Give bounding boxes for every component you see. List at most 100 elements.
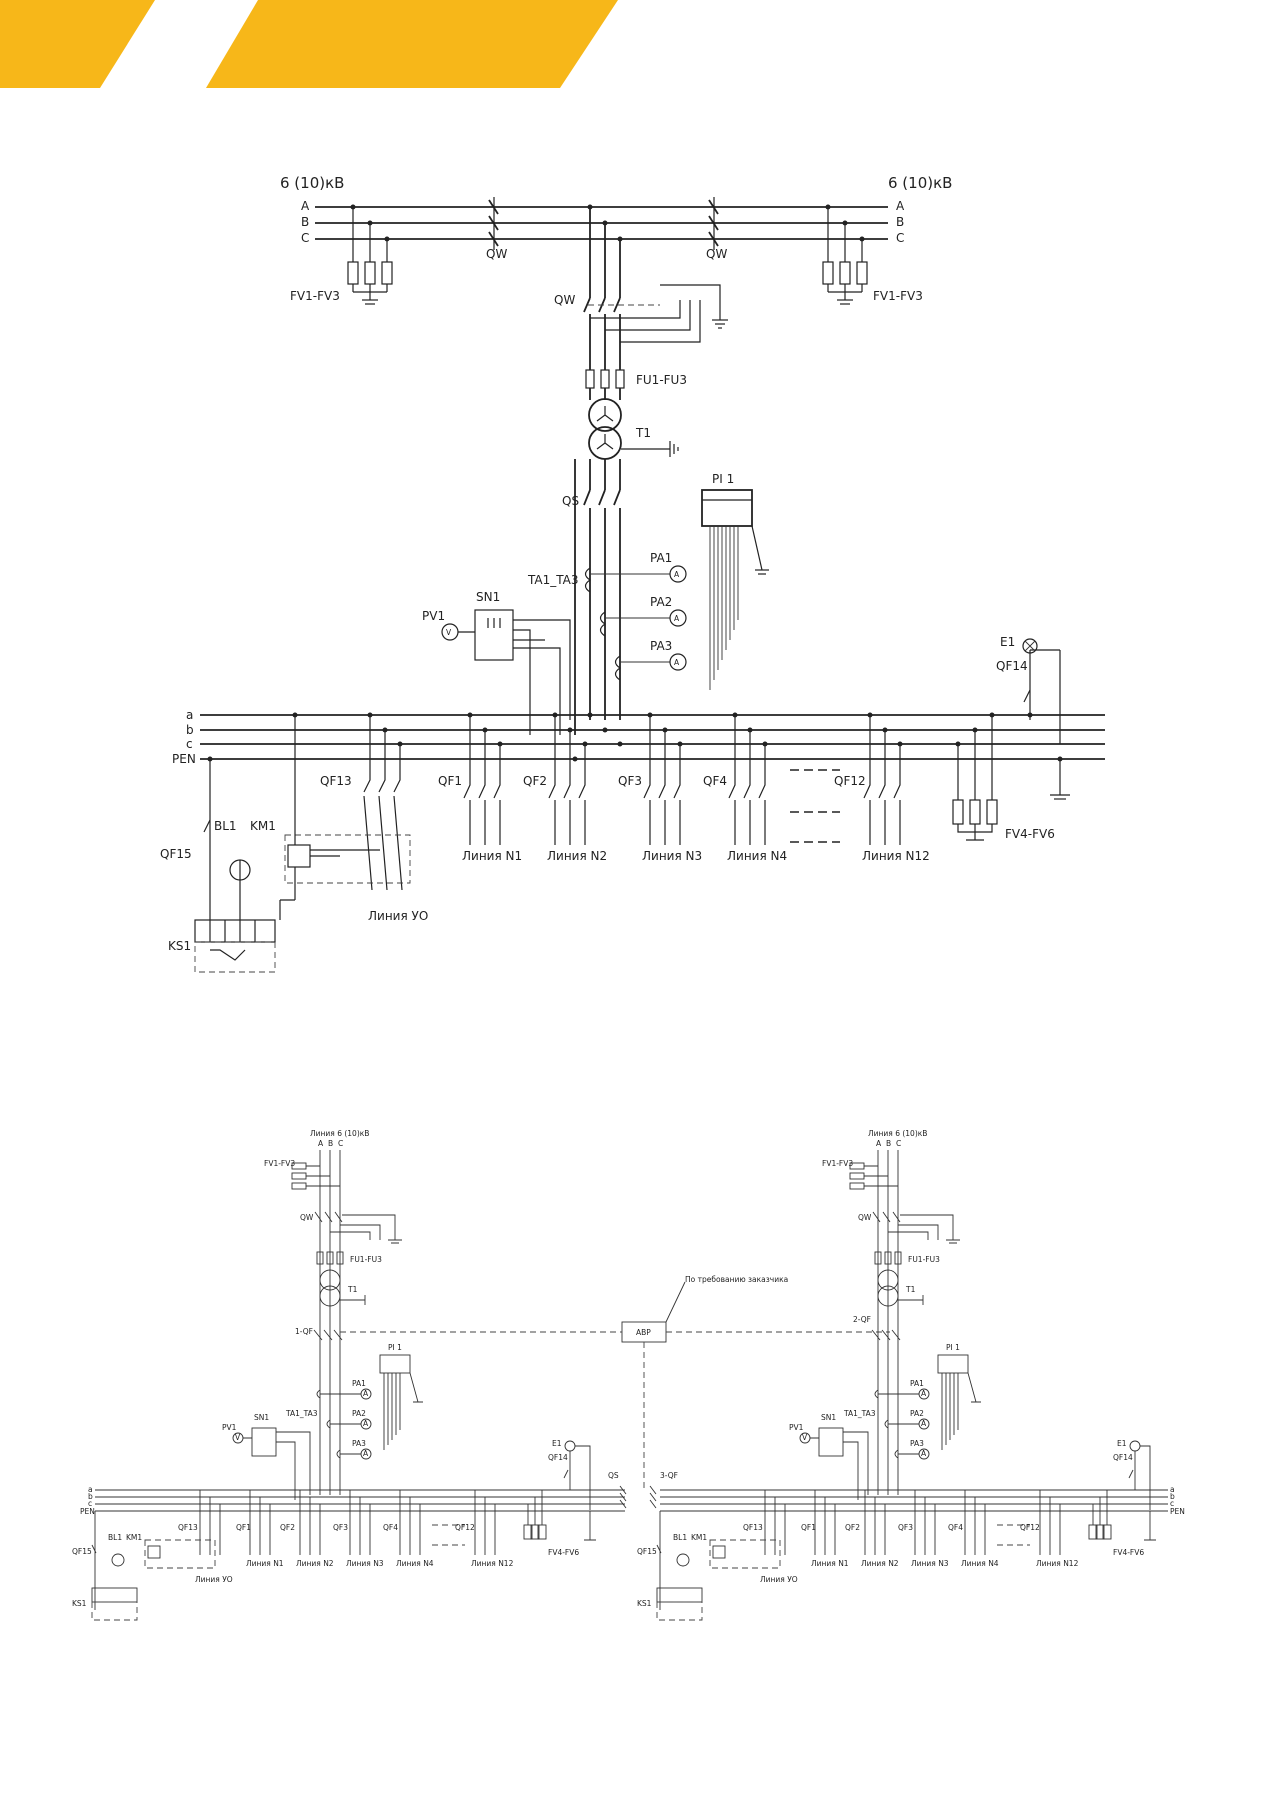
phase-a-l2: A [318, 1139, 324, 1148]
qf4-l2-label: QF4 [383, 1523, 398, 1532]
phase-b-r2: B [886, 1139, 891, 1148]
bus-a-l2: a [88, 1485, 93, 1494]
ta-l2-label: TA1_TA3 [285, 1409, 318, 1418]
bus-b-l2: b [88, 1492, 93, 1501]
e1-label: E1 [1000, 635, 1015, 649]
qf4-r2-label: QF4 [948, 1523, 963, 1532]
phase-c-r2: C [896, 1139, 901, 1148]
line4-label: Линия N4 [727, 849, 787, 863]
phase-c-l2: C [338, 1139, 343, 1148]
qf12-label: QF12 [834, 774, 866, 788]
qf15-label: QF15 [160, 847, 192, 861]
bus-c-label: c [186, 737, 193, 751]
sn-label: SN1 [476, 590, 500, 604]
pa3-l2-label: PA3 [352, 1439, 366, 1448]
t1-r2-label: T1 [905, 1285, 916, 1294]
ks1-l2-label: KS1 [72, 1599, 87, 1608]
fv4-label: FV4-FV6 [1005, 827, 1055, 841]
outgoing-feeder-qf3 [643, 715, 681, 845]
avr-label: АВР [636, 1328, 651, 1337]
bus-b-r2: b [1170, 1492, 1175, 1501]
header-banner [0, 0, 618, 88]
ks1-r2-label: KS1 [637, 1599, 652, 1608]
line12-l2-label: Линия N12 [471, 1559, 514, 1568]
qf2-r2-label: QF2 [845, 1523, 860, 1532]
banner-stripe-left [0, 0, 155, 88]
qf14-r2-label: QF14 [1113, 1453, 1133, 1462]
pi-l2-label: PI 1 [388, 1343, 402, 1352]
sn-r2-label: SN1 [821, 1413, 836, 1422]
substation-diagram-2: Линия 6 (10)кВ A B C FV1-FV3 QW FU1-FU3 … [72, 1129, 1185, 1621]
ammeter-pa3 [620, 653, 687, 671]
line-uo-r2-label: Линия УО [760, 1575, 798, 1584]
phase-b-left: B [301, 215, 309, 229]
qf14-label: QF14 [996, 659, 1028, 673]
km1-l2-label: KM1 [126, 1533, 142, 1542]
km1-label: KM1 [250, 819, 276, 833]
voltmeter-r2: V [802, 1433, 808, 1442]
qw-r2-label: QW [858, 1213, 872, 1222]
pi-r2-label: PI 1 [946, 1343, 960, 1352]
banner-stripe-right [206, 0, 618, 88]
qf3-label: QF3 [618, 774, 642, 788]
line3-r2-label: Линия N3 [911, 1559, 949, 1568]
ammeter-symbol-3: A [674, 658, 680, 667]
fv-l2-label: FV1-FV3 [264, 1159, 295, 1168]
voltmeter-pv1 [441, 609, 571, 735]
qf1-in-label: 1-QF [295, 1327, 313, 1336]
pa3-label: PA3 [650, 639, 672, 653]
outgoing-feeder-qf2 [548, 715, 586, 845]
qf2-in-label: 2-QF [853, 1315, 871, 1324]
line2-r2-label: Линия N2 [861, 1559, 899, 1568]
qw-l2-label: QW [300, 1213, 314, 1222]
qw-left-label: QW [486, 247, 507, 261]
phase-c-right: C [896, 231, 904, 245]
surge-arresters-left [347, 207, 393, 305]
line1-r2-label: Линия N1 [811, 1559, 849, 1568]
ammeter-r2-1: A [921, 1389, 927, 1398]
line2-l2-label: Линия N2 [296, 1559, 334, 1568]
qf1-label: QF1 [438, 774, 462, 788]
qf2-l2-label: QF2 [280, 1523, 295, 1532]
right-section: Линия 6 (10)кВ A B C FV1-FV3 QW FU1-FU3 … [637, 1129, 1185, 1621]
pa1-l2-label: PA1 [352, 1379, 366, 1388]
bus-b-label: b [186, 723, 194, 737]
line1-label: Линия N1 [462, 849, 522, 863]
ammeter-symbol-1: A [674, 570, 680, 579]
line3-l2-label: Линия N3 [346, 1559, 384, 1568]
pa3-r2-label: PA3 [910, 1439, 924, 1448]
e1-l2-label: E1 [552, 1439, 562, 1448]
source-label-left: 6 (10)кВ [280, 174, 344, 192]
km1-r2-label: KM1 [691, 1533, 707, 1542]
pa2-r2-label: PA2 [910, 1409, 924, 1418]
ammeter-l2-2: A [363, 1419, 369, 1428]
ta-r2-label: TA1_TA3 [843, 1409, 876, 1418]
fu-r2-label: FU1-FU3 [908, 1255, 940, 1264]
ammeter-symbol-2: A [674, 614, 680, 623]
source-label-right: 6 (10)кВ [888, 174, 952, 192]
bus-a-label: a [186, 708, 193, 722]
bus-a-r2: a [1170, 1485, 1175, 1494]
pa1-label: PA1 [650, 551, 672, 565]
transformer-feeder [574, 207, 728, 735]
e1-r2-label: E1 [1117, 1439, 1127, 1448]
t1-l2-label: T1 [347, 1285, 358, 1294]
qw-right-label: QW [706, 247, 727, 261]
junction-dots [207, 204, 1063, 762]
fu-label: FU1-FU3 [636, 373, 687, 387]
ammeter-r2-3: A [921, 1449, 927, 1458]
sn-l2-label: SN1 [254, 1413, 269, 1422]
bl1-r2-label: BL1 [673, 1533, 687, 1542]
ammeter-r2-2: A [921, 1419, 927, 1428]
fv-left-label: FV1-FV3 [290, 289, 340, 303]
pa1-r2-label: PA1 [910, 1379, 924, 1388]
fu-l2-label: FU1-FU3 [350, 1255, 382, 1264]
reserved-feeders [790, 769, 840, 843]
line-uo-l2-label: Линия УО [195, 1575, 233, 1584]
qf1-l2-label: QF1 [236, 1523, 251, 1532]
outgoing-feeder-qf1 [463, 715, 501, 845]
line1-l2-label: Линия N1 [246, 1559, 284, 1568]
fv4-r2-label: FV4-FV6 [1113, 1548, 1144, 1557]
line3-label: Линия N3 [642, 849, 702, 863]
